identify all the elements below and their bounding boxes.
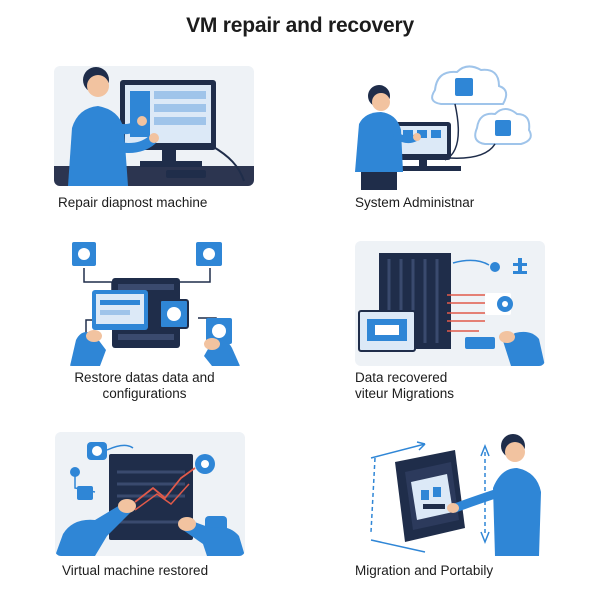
illustration-restore-data: [66, 238, 244, 366]
technician-illustration: [54, 67, 254, 186]
illustration-migration: [355, 432, 545, 556]
migration-illustration: [370, 434, 541, 556]
server-rack-icon: [358, 253, 545, 366]
administrator-illustration: [355, 65, 532, 190]
server-icon: [70, 242, 240, 366]
caption-migration: Migration and Portabily: [355, 563, 494, 578]
illustration-data-recovered: [355, 241, 545, 366]
caption-data-recovered: Data recovered viteur Migrations: [355, 370, 455, 401]
caption-restore-data: Restore datas data and configurations: [74, 370, 215, 401]
illustration-repair-diagnostic: [54, 66, 254, 186]
illustration-vm-restored: [55, 432, 245, 556]
illustration-system-administrator: [345, 60, 540, 190]
caption-vm-restored: Virtual machine restored: [62, 563, 209, 578]
caption-system-administrator: System Administnar: [355, 195, 475, 210]
page-title: VM repair and recovery: [186, 14, 414, 37]
caption-repair-diagnostic: Repair diapnost machine: [58, 195, 208, 210]
hands-repair-icon: [55, 442, 245, 556]
